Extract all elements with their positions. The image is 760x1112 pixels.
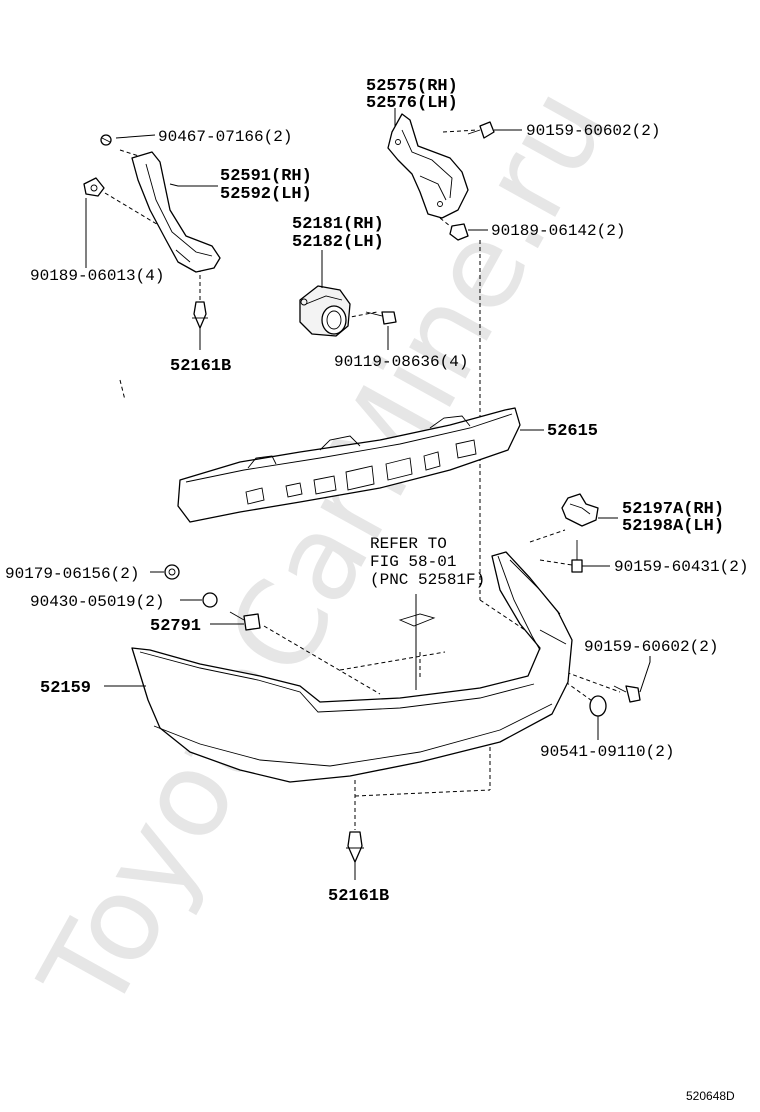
bolt-90467-icon <box>100 134 112 146</box>
label-52161b-bottom: 52161B <box>328 887 389 906</box>
label-52591: 52591(RH) <box>220 167 312 186</box>
clip-90541-icon <box>589 695 607 717</box>
label-90467-07166: 90467-07166(2) <box>158 128 292 146</box>
refer-line-1: REFER TO <box>370 535 447 553</box>
label-52161b-top: 52161B <box>170 357 231 376</box>
leader-lines <box>85 108 651 880</box>
label-52615: 52615 <box>547 422 598 441</box>
label-90541-09110: 90541-09110(2) <box>540 743 674 761</box>
diagram-code: 520648D <box>686 1089 735 1103</box>
screw-90159-60431-icon <box>571 540 583 573</box>
bolt-90159-60602-bottom-icon <box>613 685 641 703</box>
label-90189-06142: 90189-06142(2) <box>491 222 625 240</box>
nut-90189-06142-icon <box>449 223 469 241</box>
label-52198a: 52198A(LH) <box>622 517 724 536</box>
side-retainer <box>561 493 599 527</box>
label-52791: 52791 <box>150 617 201 636</box>
watermark: ToyotaCarMine.ru <box>13 65 634 1034</box>
label-90179-06156: 90179-06156(2) <box>5 565 139 583</box>
cap-90430-icon <box>202 592 218 608</box>
energy-absorber <box>177 407 521 523</box>
clip-52161b-top-icon <box>192 301 208 329</box>
clip-52161b-bottom-icon <box>346 831 364 863</box>
label-90119-08636: 90119-08636(4) <box>334 353 468 371</box>
bumper-stopper <box>299 285 351 337</box>
rear-bumper-side-bracket <box>387 113 469 219</box>
label-52575: 52575(RH) <box>366 77 458 96</box>
bolt-90159-60602-top-icon <box>467 121 495 139</box>
label-90159-60602-bottom: 90159-60602(2) <box>584 638 718 656</box>
label-90430-05019: 90430-05019(2) <box>30 593 164 611</box>
label-52159: 52159 <box>40 679 91 698</box>
label-52181: 52181(RH) <box>292 215 384 234</box>
label-90159-60431: 90159-60431(2) <box>614 558 748 576</box>
nut-90189-06013-icon <box>83 177 105 197</box>
refer-line-2: FIG 58-01 <box>370 553 456 571</box>
label-52592: 52592(LH) <box>220 185 312 204</box>
label-52182: 52182(LH) <box>292 233 384 252</box>
nut-90179-icon <box>164 564 180 580</box>
refer-line-3: (PNC 52581F) <box>370 571 485 589</box>
label-90189-06013: 90189-06013(4) <box>30 267 164 285</box>
bolt-90119-icon <box>365 311 397 325</box>
label-90159-60602-top: 90159-60602(2) <box>526 122 660 140</box>
rear-bumper-retainer <box>131 151 221 273</box>
label-52576: 52576(LH) <box>366 94 458 113</box>
part-labels: 52575(RH) 52576(LH) 90467-07166(2) 90159… <box>5 77 748 906</box>
screw-52791-icon <box>229 611 261 631</box>
fasteners <box>83 121 641 863</box>
bumper-cover <box>131 551 573 783</box>
label-52197a: 52197A(RH) <box>622 500 724 519</box>
